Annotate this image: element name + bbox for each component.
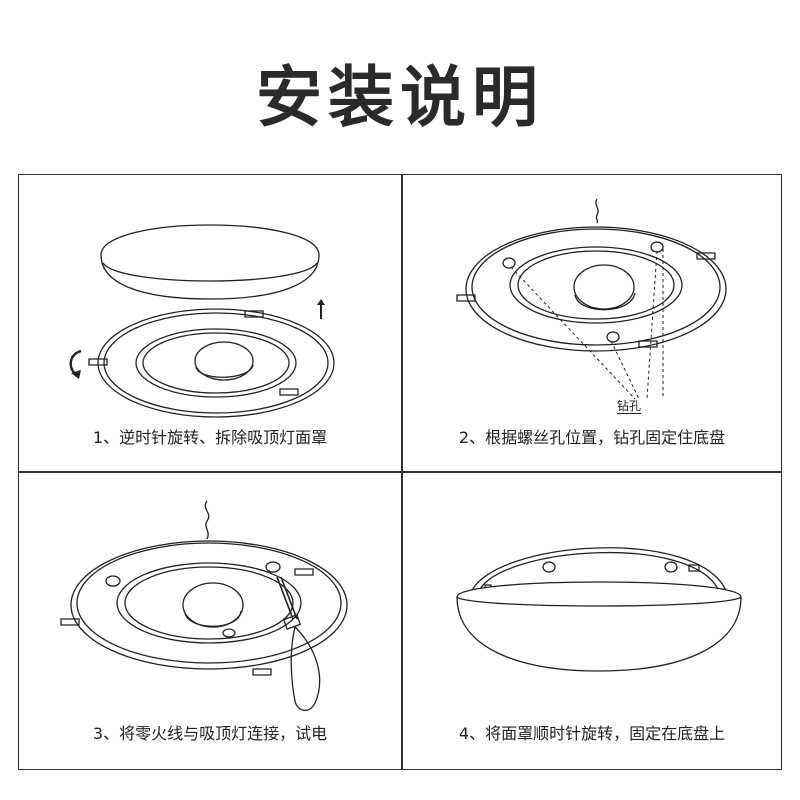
step-3-illustration [60,500,348,711]
drill-callout-label: 钻孔 [617,399,642,414]
step-1-caption: 1、逆时针旋转、拆除吸顶灯面罩 [92,428,328,447]
step-4-illustration [456,547,742,672]
step-3-panel: 3、将零火线与吸顶灯连接，试电 [19,471,401,771]
step-4-panel: 4、将面罩顺时针旋转，固定在底盘上 [401,471,783,771]
step-2-caption: 2、根据螺丝孔位置，钻孔固定住底盘 [458,428,726,447]
step-4-caption: 4、将面罩顺时针旋转，固定在底盘上 [458,724,726,743]
step-3-caption: 3、将零火线与吸顶灯连接，试电 [92,724,328,743]
page-title: 安装说明 [256,59,544,136]
grid-divider-horizontal [19,471,781,473]
step-2-panel: 钻孔 2、根据螺丝孔位置，钻孔固定住底盘 [401,175,783,471]
step-2-illustration [456,198,727,400]
step-1-panel: 1、逆时针旋转、拆除吸顶灯面罩 [19,175,401,471]
instruction-grid: 1、逆时针旋转、拆除吸顶灯面罩 [18,174,782,770]
step-1-illustration [69,224,335,418]
